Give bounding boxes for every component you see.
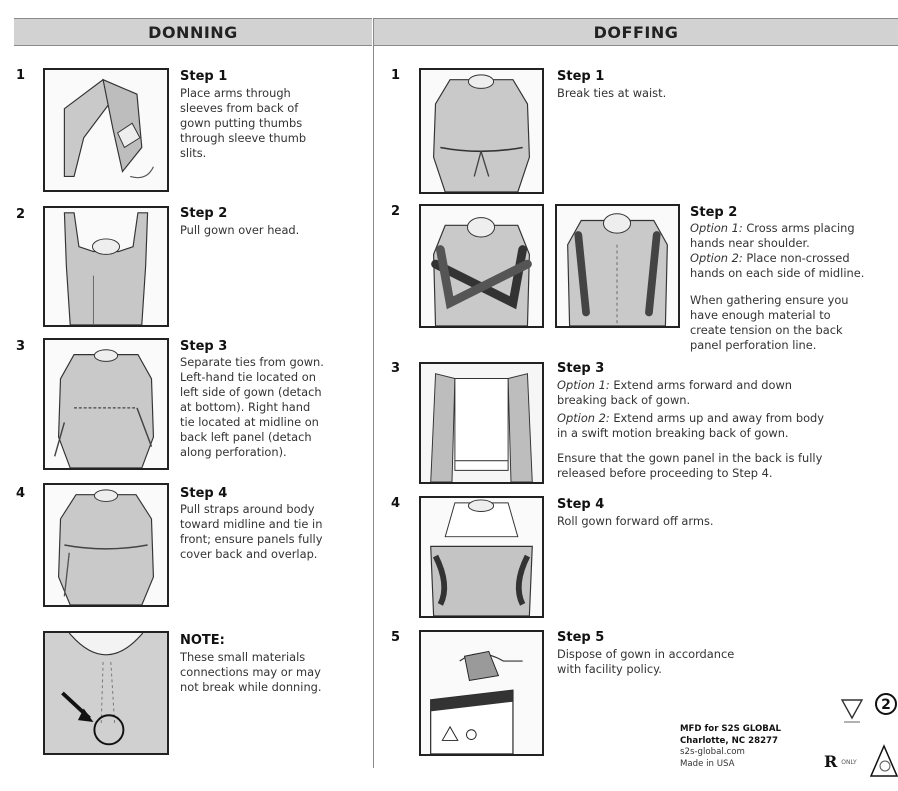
donning-step-1-illustration (43, 68, 169, 192)
single-use-number: 2 (881, 697, 891, 713)
break-waist-ties-icon (421, 70, 542, 192)
dispose-bin-icon (421, 632, 542, 754)
doffing-header: DOFFING (374, 18, 898, 46)
doffing-step-3-title: Step 3 (557, 361, 604, 376)
doffing-step-2-illustration-uncrossed (555, 204, 680, 328)
doffing-step-1-text: Break ties at waist. (557, 86, 666, 101)
donning-step-3-illustration (43, 338, 169, 470)
donning-note-text: These small materials connections may or… (180, 650, 322, 695)
doffing-step-2-option-1: Option 1: Cross arms placing hands near … (690, 221, 855, 251)
gown-sleeve-icon (45, 70, 167, 190)
uncrossed-arms-icon (557, 206, 678, 326)
manufacturer-origin: Made in USA (680, 759, 781, 771)
latex-free-icon (836, 694, 868, 726)
neck-connection-icon (45, 633, 167, 753)
donning-step-4-title: Step 4 (180, 486, 227, 501)
break-back-icon (421, 364, 542, 482)
doffing-step-3-extra: Ensure that the gown panel in the back i… (557, 451, 822, 481)
donning-step-3-text: Separate ties from gown. Left-hand tie l… (180, 355, 324, 460)
doffing-step-5-number: 5 (391, 630, 400, 645)
rx-only-icon: R ONLY (824, 752, 868, 776)
donning-step-3-title: Step 3 (180, 339, 227, 354)
doffing-step-2-title: Step 2 (690, 205, 737, 220)
doffing-step-4-text: Roll gown forward off arms. (557, 514, 714, 529)
doffing-step-3-number: 3 (391, 361, 400, 376)
manufacturer-info: MFD for S2S GLOBAL Charlotte, NC 28277 s… (680, 724, 781, 770)
donning-step-1-number: 1 (16, 68, 25, 83)
doffing-step-5-title: Step 5 (557, 630, 604, 645)
manufacturer-website: s2s-global.com (680, 747, 781, 759)
donning-step-2-number: 2 (16, 207, 25, 222)
doffing-step-2-option-2: Option 2: Place non-crossed hands on eac… (690, 251, 864, 281)
rx-only-text: ONLY (841, 759, 856, 766)
crossed-arms-icon (421, 206, 542, 326)
donning-note-title: NOTE: (180, 633, 225, 648)
doffing-step-1-title: Step 1 (557, 69, 604, 84)
donning-step-2-text: Pull gown over head. (180, 223, 299, 238)
doffing-step-2-number: 2 (391, 204, 400, 219)
donning-step-2-title: Step 2 (180, 206, 227, 221)
doffing-step-4-title: Step 4 (557, 497, 604, 512)
donning-step-4-illustration (43, 483, 169, 607)
doffing-step-5-text: Dispose of gown in accordance with facil… (557, 647, 734, 677)
doffing-step-1-illustration (419, 68, 544, 194)
doffing-step-2-illustration-crossed (419, 204, 544, 328)
donning-step-4-text: Pull straps around body toward midline a… (180, 502, 322, 562)
doffing-step-4-illustration (419, 496, 544, 618)
gown-tie-front-icon (45, 485, 167, 605)
doffing-step-5-illustration (419, 630, 544, 756)
donning-step-2-illustration (43, 206, 169, 327)
doffing-step-3-option-2: Option 2: Extend arms up and away from b… (557, 411, 824, 441)
roll-gown-icon (421, 498, 542, 616)
doffing-step-4-number: 4 (391, 496, 400, 511)
doffing-step-1-number: 1 (391, 68, 400, 83)
manufacturer-name: MFD for S2S GLOBAL (680, 724, 781, 736)
option-1-label: Option 1: (690, 221, 743, 235)
rx-letter: R (824, 752, 837, 771)
caution-triangle-icon (870, 744, 898, 778)
donning-step-4-number: 4 (16, 486, 25, 501)
donning-note-illustration (43, 631, 169, 755)
manufacturer-city: Charlotte, NC 28277 (680, 736, 781, 748)
doffing-step-3-illustration (419, 362, 544, 484)
doffing-step-3-option-1: Option 1: Extend arms forward and down b… (557, 378, 792, 408)
donning-step-1-text: Place arms through sleeves from back of … (180, 86, 306, 161)
single-use-icon: 2 (874, 692, 898, 716)
gown-ties-icon (45, 340, 167, 468)
donning-step-3-number: 3 (16, 339, 25, 354)
doffing-step-2-extra: When gathering ensure you have enough ma… (690, 293, 849, 353)
option-2-label: Option 2: (557, 411, 610, 425)
donning-header: DONNING (14, 18, 372, 46)
option-1-label: Option 1: (557, 378, 610, 392)
option-2-label: Option 2: (690, 251, 743, 265)
gown-over-head-icon (45, 208, 167, 325)
donning-step-1-title: Step 1 (180, 69, 227, 84)
column-divider (373, 18, 374, 768)
